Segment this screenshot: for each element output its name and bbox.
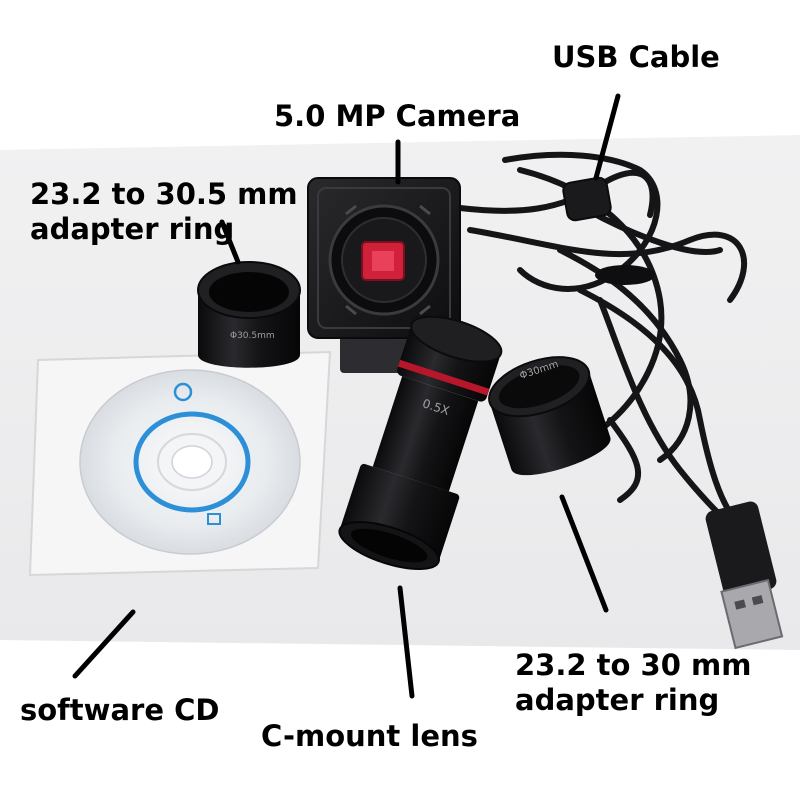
pointer-adapter-30-5	[219, 219, 241, 265]
label-adapter-30-line1: 23.2 to 30 mm	[515, 648, 752, 682]
cd-blue-ring	[133, 411, 251, 513]
ring-30-5-engraving: Φ30.5mm	[230, 331, 275, 341]
label-adapter-30-5: 23.2 to 30.5 mm adapter ring	[30, 177, 298, 247]
pointer-software-cd	[72, 609, 136, 679]
label-software-cd: software CD	[20, 693, 220, 727]
label-c-mount-lens: C-mount lens	[261, 719, 478, 753]
label-adapter-30-5-line2: adapter ring	[30, 211, 235, 246]
ferrite-bead	[562, 176, 612, 222]
adapter-ring-30-5: Φ30.5mm	[197, 261, 301, 368]
adapter-ring-30: Φ30mm	[488, 356, 611, 476]
lens-red-ring	[397, 359, 490, 396]
usb-cable	[457, 151, 748, 528]
label-camera: 5.0 MP Camera	[274, 99, 521, 133]
label-adapter-30: 23.2 to 30 mm adapter ring	[515, 648, 751, 718]
camera-body	[307, 177, 461, 373]
pointer-adapter-30	[559, 494, 609, 613]
pointer-usb-cable	[593, 93, 621, 181]
software-cd	[28, 350, 332, 577]
cd-mark-icon	[207, 513, 221, 525]
label-usb-cable: USB Cable	[552, 40, 720, 74]
label-adapter-30-line2: adapter ring	[515, 682, 720, 717]
pointer-c-mount	[397, 585, 415, 699]
usb-plug	[705, 501, 784, 650]
c-mount-lens: 0.5X	[338, 315, 503, 571]
cd-logo-icon	[173, 382, 193, 402]
label-adapter-30-5-line1: 23.2 to 30.5 mm	[30, 177, 298, 211]
pointer-lines	[72, 93, 621, 699]
